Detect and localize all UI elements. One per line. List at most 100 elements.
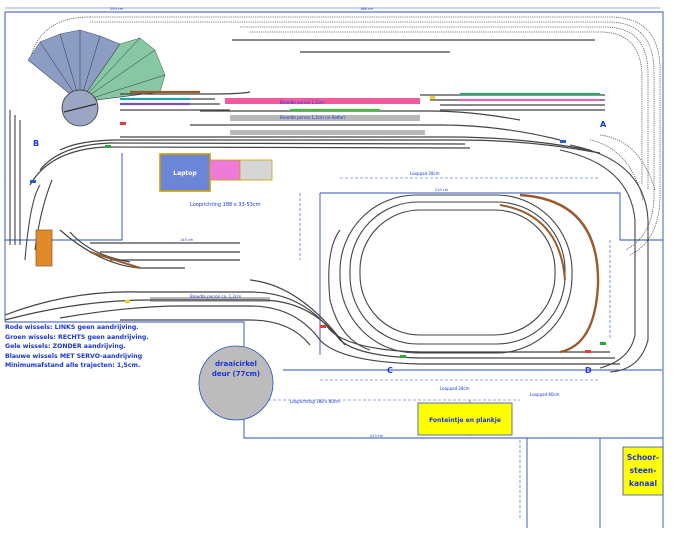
right-curve-a — [599, 134, 656, 191]
room-right-lower — [527, 437, 663, 528]
breedte-1-label: Breedte perron 1,2cm — [280, 100, 324, 105]
switch-red-3 — [585, 350, 591, 353]
outer-track-4 — [250, 31, 643, 185]
turntable-area — [27, 29, 166, 127]
bottom-line — [4, 291, 610, 353]
dim-188-label: 188 cm — [360, 7, 374, 11]
bottom-line — [4, 299, 615, 359]
left-vertical-sidings — [9, 110, 53, 267]
platform-pink — [225, 98, 420, 104]
schoorsteen-label-1: Schoor- — [627, 453, 659, 462]
grey-box — [239, 159, 273, 181]
outer-track-2 — [90, 21, 655, 251]
left-orange-block — [35, 229, 53, 267]
outer-track-1 — [90, 16, 661, 256]
switch-red — [120, 122, 126, 125]
yard-track — [39, 142, 466, 171]
station-tracks — [29, 39, 605, 302]
platform-grey-2 — [230, 130, 425, 135]
lower-left-yard — [59, 229, 240, 269]
right-curve-b — [589, 139, 644, 201]
legend-line-4: Blauwe wissels MET SERVO-aandrijving — [5, 352, 143, 360]
switch-markers — [30, 96, 606, 358]
bottom-line — [120, 319, 311, 346]
lower-siding-curve — [69, 231, 131, 263]
looppad-top-label: Looppad 28cm — [410, 171, 440, 176]
switch-legend: Rode wissels: LINKS geen aandrijving. Gr… — [5, 323, 149, 371]
switch-blue — [560, 140, 566, 143]
outer-track-3 — [240, 26, 649, 190]
marker-c: C — [387, 366, 393, 375]
yard-track — [120, 136, 591, 151]
right-curve — [559, 149, 636, 369]
fonteintje-box — [417, 402, 513, 436]
schoorsteen-box — [622, 446, 664, 496]
bottom-line — [249, 279, 346, 346]
legend-line-2: Groen wissels: RECHTS geen aandrijving. — [5, 333, 149, 341]
marker-b: B — [33, 139, 39, 148]
oval-left-outer — [328, 229, 371, 351]
legend-line-5: Minimumafstand alle trajecten: 1,5cm. — [5, 362, 141, 370]
switch-green — [105, 145, 111, 148]
yard-track — [29, 146, 471, 186]
oval-1 — [359, 209, 556, 336]
breedte-2-label: Breedte perron 1,2cm (in Rotter) — [280, 115, 346, 120]
switch-blue-2 — [30, 180, 36, 183]
laptop-box — [159, 153, 211, 192]
top-left-area — [4, 12, 123, 241]
switch-yellow-2 — [125, 300, 130, 303]
fan-ray — [79, 49, 156, 103]
turntable-bridge — [63, 103, 97, 113]
legend-line-3: Gele wissels: ZONDER aandrijving. — [5, 343, 126, 351]
dimension-lines — [121, 153, 611, 520]
dim-145-label: 145 cm — [180, 238, 194, 242]
switch-yellow — [430, 96, 435, 99]
marker-a: A — [600, 120, 607, 129]
oval-brown-arc — [519, 193, 600, 354]
dim-200-label: 200 cm — [110, 7, 124, 11]
left-curve-1 — [29, 16, 91, 61]
fonteintje-label: Fonteintje en plankje — [429, 417, 501, 424]
bottom-line — [59, 305, 620, 365]
schoorsteen-label-2: steen- — [630, 466, 657, 475]
oval-brown-arc-inner — [499, 204, 566, 281]
fan-sector-blue — [27, 29, 121, 103]
dim-210-label: 210 cm — [435, 188, 449, 192]
right-curves — [559, 144, 649, 373]
marker-d: D — [585, 366, 592, 375]
inner-area-outline — [319, 192, 663, 355]
schoorsteen-label-3: kanaal — [629, 479, 657, 488]
bottom-main-lines — [4, 279, 620, 365]
yard-track — [59, 139, 601, 154]
circle-label-1: draaicirkel — [215, 360, 257, 368]
right-curve — [569, 144, 649, 373]
outer-loop-tracks — [29, 16, 661, 256]
yard-track — [190, 124, 561, 141]
laptop-label: Laptop — [173, 170, 197, 177]
left-siding-curve — [24, 184, 41, 261]
inner-oval-tracks — [328, 193, 600, 354]
switch-green-3 — [600, 342, 606, 345]
door-swing-circle — [198, 345, 274, 421]
breedte-3-label: Breedte perron ca. 1,2cm — [190, 294, 241, 299]
legend-line-1: Rode wissels: LINKS geen aandrijving. — [5, 324, 139, 331]
looppad-bottom-label: Looppad 28cm — [440, 386, 470, 391]
oval-3 — [339, 194, 573, 354]
colored-sidings — [120, 90, 600, 112]
yard-track — [200, 110, 521, 121]
dim-223-label: 223 cm — [370, 434, 384, 438]
switch-red-2 — [320, 325, 326, 328]
looprichting-bottom-label: Looprichting 188 x 80cm — [290, 399, 340, 404]
looprichting-label: Looprichting 188 x 33-53cm — [190, 202, 261, 208]
pink-box — [209, 159, 241, 181]
circle-label-2: deur (77cm) — [212, 370, 260, 378]
yard-track — [120, 91, 251, 95]
lower-siding-brown — [89, 251, 141, 269]
fan-ray — [79, 37, 141, 103]
switch-green-2 — [400, 355, 406, 358]
platform-grey-1 — [230, 115, 420, 121]
looppad-right-label: Looppad 80cm — [530, 392, 560, 397]
aisle-bottom-outline — [244, 369, 662, 439]
